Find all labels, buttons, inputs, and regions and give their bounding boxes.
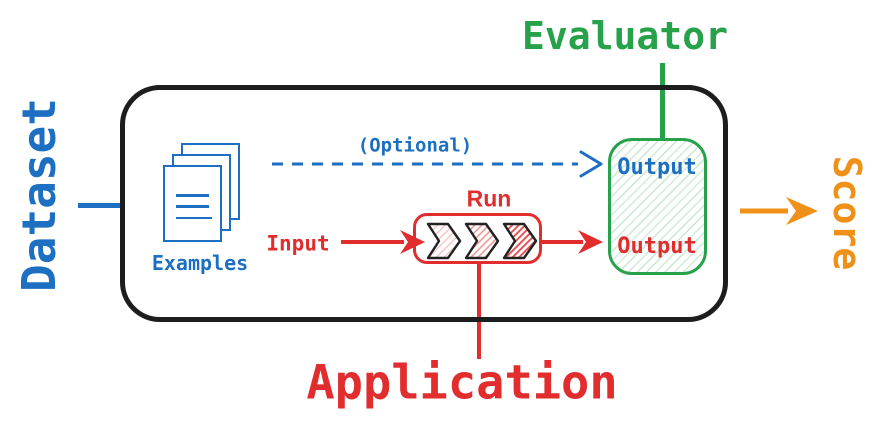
run-output-arrow [542, 230, 603, 254]
document-page-front [163, 165, 222, 242]
evaluator-output-box [608, 138, 707, 275]
dataset-connector-line [78, 203, 122, 208]
input-arrow [341, 230, 425, 254]
document-text-line [176, 194, 209, 197]
optional-dashed-arrow [272, 150, 603, 178]
score-arrow [740, 197, 818, 225]
evaluator-connector-line [660, 63, 665, 139]
experiment-box [120, 85, 728, 322]
document-text-line [176, 205, 209, 208]
document-text-line [176, 217, 212, 219]
run-steps-chevrons [426, 222, 538, 260]
examples-documents-icon [163, 143, 259, 243]
application-connector-line [477, 263, 481, 359]
